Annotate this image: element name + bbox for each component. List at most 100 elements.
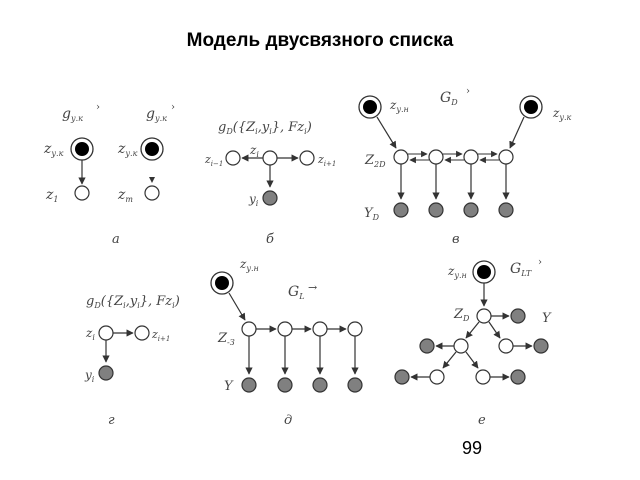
panel-c-chain-node-3 bbox=[463, 149, 479, 165]
panel-c-chain-node-1 bbox=[393, 149, 409, 165]
panel-b-y-label: yi bbox=[248, 192, 259, 208]
panel-a-right-g-arrow: › bbox=[171, 102, 175, 113]
panel-e-chain-node-4 bbox=[347, 321, 363, 337]
panel-a-letter: а bbox=[112, 232, 120, 247]
panel-c-Y-label: YD bbox=[364, 206, 380, 222]
panel-f-left-y-node bbox=[419, 338, 435, 354]
panel-b-y-node bbox=[262, 190, 278, 206]
panel-c-Z-label: Z2D bbox=[364, 153, 386, 169]
panel-f-edge-root-left bbox=[465, 321, 480, 339]
panel-b-zright-label: zi+1 bbox=[317, 153, 336, 168]
panel-f-lr-y-node bbox=[510, 369, 526, 385]
panel-f-root-node bbox=[476, 308, 492, 324]
panel-c-chain-node-2 bbox=[428, 149, 444, 165]
panel-c-right-top-ring bbox=[519, 95, 543, 119]
panel-c-g-arrow: › bbox=[466, 86, 470, 97]
panel-c-zleft-label: zу.н bbox=[389, 98, 409, 114]
panel-c-zright-label: zу.к bbox=[552, 106, 572, 122]
panel-a-right-small-arrow bbox=[149, 177, 155, 183]
panel-e-letter: д bbox=[284, 413, 292, 428]
panel-a-left-g-arrow: › bbox=[96, 102, 100, 113]
panel-a-right-ztop-label: zу.к bbox=[117, 141, 138, 158]
panel-b-right-node bbox=[299, 150, 315, 166]
panel-f-edge-lc-ll bbox=[442, 351, 457, 369]
panel-e-edge-in bbox=[228, 292, 246, 321]
panel-f-right-y-node bbox=[533, 338, 549, 354]
panel-c-edge-in-left bbox=[376, 116, 397, 149]
panel-f-ll-y-node bbox=[394, 369, 410, 385]
panel-c-y-node-4 bbox=[498, 202, 514, 218]
panel-f-letter: е bbox=[478, 413, 486, 428]
panel-a-right-zbottom-label: zm bbox=[117, 187, 133, 204]
panel-a-left-ztop-label: zу.к bbox=[43, 141, 64, 158]
panel-f-ll-node bbox=[429, 369, 445, 385]
panel-d-y-label: yi bbox=[84, 368, 95, 384]
panel-a-right-top-node bbox=[145, 142, 159, 156]
panel-e-chain-node-2 bbox=[277, 321, 293, 337]
panel-e: zу.н GL → Z-З Y д bbox=[210, 257, 363, 428]
panel-b-zleft-label: zi−1 bbox=[204, 153, 223, 168]
panel-f-g-label: GLT bbox=[510, 261, 532, 278]
panel-e-g-label: GL bbox=[288, 284, 305, 301]
panel-c-chain-node-4 bbox=[498, 149, 514, 165]
panel-e-y-node-1 bbox=[241, 377, 257, 393]
panel-e-chain-node-3 bbox=[312, 321, 328, 337]
panel-c: GD › zу.н zу.к Z2D bbox=[358, 86, 572, 247]
panel-c-right-top-node bbox=[524, 100, 538, 114]
panel-c-left-top-node bbox=[363, 100, 377, 114]
panel-d-left-node bbox=[98, 325, 114, 341]
panel-b: gD({Zi,yi}, Fzi) zi zi−1 zi+1 yi б bbox=[204, 120, 336, 247]
panel-e-y-node-2 bbox=[277, 377, 293, 393]
panel-f-root-y-node bbox=[510, 308, 526, 324]
panel-a-right-bottom-node bbox=[144, 185, 160, 201]
panel-f-top-node bbox=[477, 265, 491, 279]
panel-e-y-node-3 bbox=[312, 377, 328, 393]
panel-a-right-top-ring bbox=[140, 137, 164, 161]
panel-a-right-g-label: gу.к bbox=[146, 106, 167, 123]
panel-f-g-arrow: › bbox=[538, 257, 542, 268]
panel-b-mid-node bbox=[262, 150, 278, 166]
panel-f-edge-root-right bbox=[488, 321, 501, 339]
panel-f-right-child-node bbox=[498, 338, 514, 354]
panel-d-formula: gD({Zi,yi}, Fzi) bbox=[86, 294, 180, 310]
panel-d-y-node bbox=[98, 365, 114, 381]
panel-c-edge-in-right bbox=[509, 116, 525, 149]
panel-a-left-zbottom-label: z1 bbox=[45, 187, 58, 204]
panel-e-Y-label: Y bbox=[224, 379, 234, 394]
panel-d-right-node bbox=[134, 325, 150, 341]
panel-e-chain-node-1 bbox=[241, 321, 257, 337]
panel-c-y-node-3 bbox=[463, 202, 479, 218]
panel-e-ztop-label: zу.н bbox=[239, 257, 259, 273]
panel-f-Z-label: ZD bbox=[453, 307, 470, 323]
panel-a: gу.к › zу.к z1 gу.к › zу.к zm а bbox=[43, 102, 175, 247]
panel-b-left-node bbox=[225, 150, 241, 166]
panel-c-y-node-2 bbox=[428, 202, 444, 218]
panel-f-lr-node bbox=[475, 369, 491, 385]
panel-b-formula: gD({Zi,yi}, Fzi) bbox=[218, 120, 312, 136]
panel-d-zleft-label: zi bbox=[85, 326, 95, 342]
panel-f-left-child-node bbox=[453, 338, 469, 354]
panel-c-g-label: GD bbox=[440, 90, 458, 107]
page-title: Модель двусвязного списка bbox=[186, 30, 454, 51]
panel-f-Y-label: Y bbox=[542, 311, 552, 326]
page-number: 99 bbox=[462, 438, 483, 458]
panel-b-letter: б bbox=[266, 232, 274, 247]
panel-d-letter: г bbox=[108, 413, 115, 428]
panel-f-edge-lc-lr bbox=[465, 351, 479, 369]
panel-c-left-top-ring bbox=[358, 95, 382, 119]
panel-e-g-arrow: → bbox=[308, 281, 317, 294]
panel-f-ztop-label: zу.н bbox=[447, 264, 467, 280]
panel-a-left-g-label: gу.к bbox=[62, 106, 83, 123]
panel-e-y-node-4 bbox=[347, 377, 363, 393]
panel-a-left-top-node bbox=[75, 142, 89, 156]
panel-f: zу.н GLT › ZD Y bbox=[394, 257, 552, 428]
panel-a-left-bottom-node bbox=[74, 185, 90, 201]
panel-b-zi-label: zi bbox=[249, 143, 259, 159]
panel-e-top-ring bbox=[210, 271, 234, 295]
panel-d: gD({Zi,yi}, Fzi) zi zi+1 yi г bbox=[84, 294, 180, 428]
panel-e-Z-label: Z-З bbox=[217, 331, 235, 347]
panel-d-zright-label: zi+1 bbox=[151, 328, 170, 343]
panel-e-top-node bbox=[215, 276, 229, 290]
panel-c-letter: в bbox=[452, 232, 460, 247]
